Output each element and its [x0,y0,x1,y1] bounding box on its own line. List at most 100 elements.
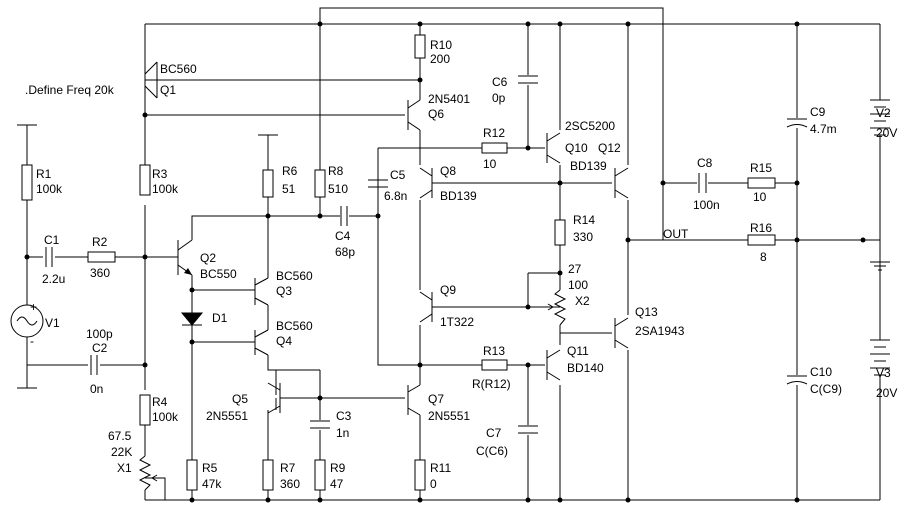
q4-name: Q4 [276,334,292,348]
q4-part: BC560 [276,319,313,333]
transistor-q4 [254,329,269,356]
r10-name: R10 [430,38,452,52]
c2-value: 0n [90,382,103,396]
r10-value: 200 [430,52,450,66]
resistor-r10 [414,34,426,59]
r4-value: 100k [152,410,179,424]
r3-name: R3 [152,167,168,181]
c1-value: 2.2u [42,272,65,286]
resistor-bodies [21,34,776,491]
r8-value: 510 [328,182,348,196]
q8-part: BD139 [440,189,477,203]
r13-value: R(R12) [472,377,511,391]
v2-value: 20V [876,126,897,140]
wires [26,7,881,501]
source-v1 [10,304,44,338]
c4-value: 68p [335,245,355,259]
junction-dots [24,21,866,503]
resistor-r4 [139,394,151,426]
capacitor-c6 [518,75,538,84]
r3-value: 100k [152,182,179,196]
r12-name: R12 [483,126,505,140]
q5-name: Q5 [232,392,248,406]
d1-name: D1 [212,311,228,325]
transistor-q12 [614,167,629,199]
capacitor-c4 [340,206,348,226]
source-v1-minus: - [30,334,34,348]
q6-part: 2N5401 [428,92,470,106]
c6-value: 0p [492,91,506,105]
ground-symbols [17,124,890,389]
q13-part: 2SA1943 [635,324,685,338]
capacitor-c3 [310,420,330,429]
potentiometers [138,289,567,491]
c3-name: C3 [336,409,352,423]
resistor-r11 [414,459,426,491]
resistor-r13 [481,359,508,371]
source-v1-name: V1 [45,316,60,330]
c5-value: 6.8n [384,189,407,203]
q2-name: Q2 [200,251,216,265]
x2-name: X2 [575,294,590,308]
resistor-r9 [314,459,326,491]
resistor-r14 [554,219,566,246]
x1-value1: 67.5 [108,429,132,443]
capacitor-c2 [90,355,98,375]
supply-v3 [870,339,890,380]
transistor-q8 [419,167,433,199]
v2-name: V2 [876,106,891,120]
resistor-r8 [314,169,326,198]
q9-name: Q9 [440,283,456,297]
v3-value: 20V [876,386,897,400]
resistor-r6 [262,169,274,198]
resistor-r15 [747,177,776,189]
r6-name: R6 [282,164,298,178]
resistor-r12 [481,142,508,154]
r1-name: R1 [36,167,52,181]
q1-part: BC560 [160,62,197,76]
q3-name: Q3 [276,284,292,298]
resistor-r5 [186,459,198,491]
transistor-q7 [407,384,421,416]
r9-value: 47 [330,477,344,491]
r1-value: 100k [36,182,63,196]
r2-name: R2 [92,235,108,249]
q12-name: Q12 [598,141,621,155]
capacitor-c7 [518,425,538,434]
resistor-r7 [262,459,274,491]
q6-name: Q6 [428,107,444,121]
v3-name: V3 [876,366,891,380]
r12-value: 10 [483,157,497,171]
source-v1-plus: + [30,300,37,314]
c7-name: C7 [486,426,502,440]
c8-name: C8 [697,156,713,170]
r5-value: 47k [202,477,222,491]
q9-part: 1T322 [440,315,474,329]
transistor-q5 [267,382,281,414]
q11-name: Q11 [567,344,589,358]
c9-value: 4.7m [810,122,837,136]
transistor-q10 [546,132,561,164]
directive-text: .Define Freq 20k [25,83,115,97]
net-label-out: OUT [663,227,689,241]
transistor-q2 [177,239,193,276]
c2-extra: 100p [86,327,113,341]
r7-name: R7 [280,461,296,475]
r15-value: 10 [753,190,767,204]
q10-name: Q10 [565,141,588,155]
q10-part: 2SC5200 [565,119,615,133]
c9-name: C9 [810,105,826,119]
x1-name: X1 [117,461,132,475]
transistor-q11 [546,349,561,381]
q13-name: Q13 [635,305,658,319]
pot-x1 [138,455,160,491]
r11-value: 0 [430,477,437,491]
q2-part: BC550 [200,267,237,281]
q5-part: 2N5551 [206,409,248,423]
c10-value: C(C9) [810,382,842,396]
c8-value: 100n [693,198,720,212]
resistor-r2 [87,251,116,263]
q3-part: BC560 [276,269,313,283]
x2-value2: 100 [568,278,588,292]
